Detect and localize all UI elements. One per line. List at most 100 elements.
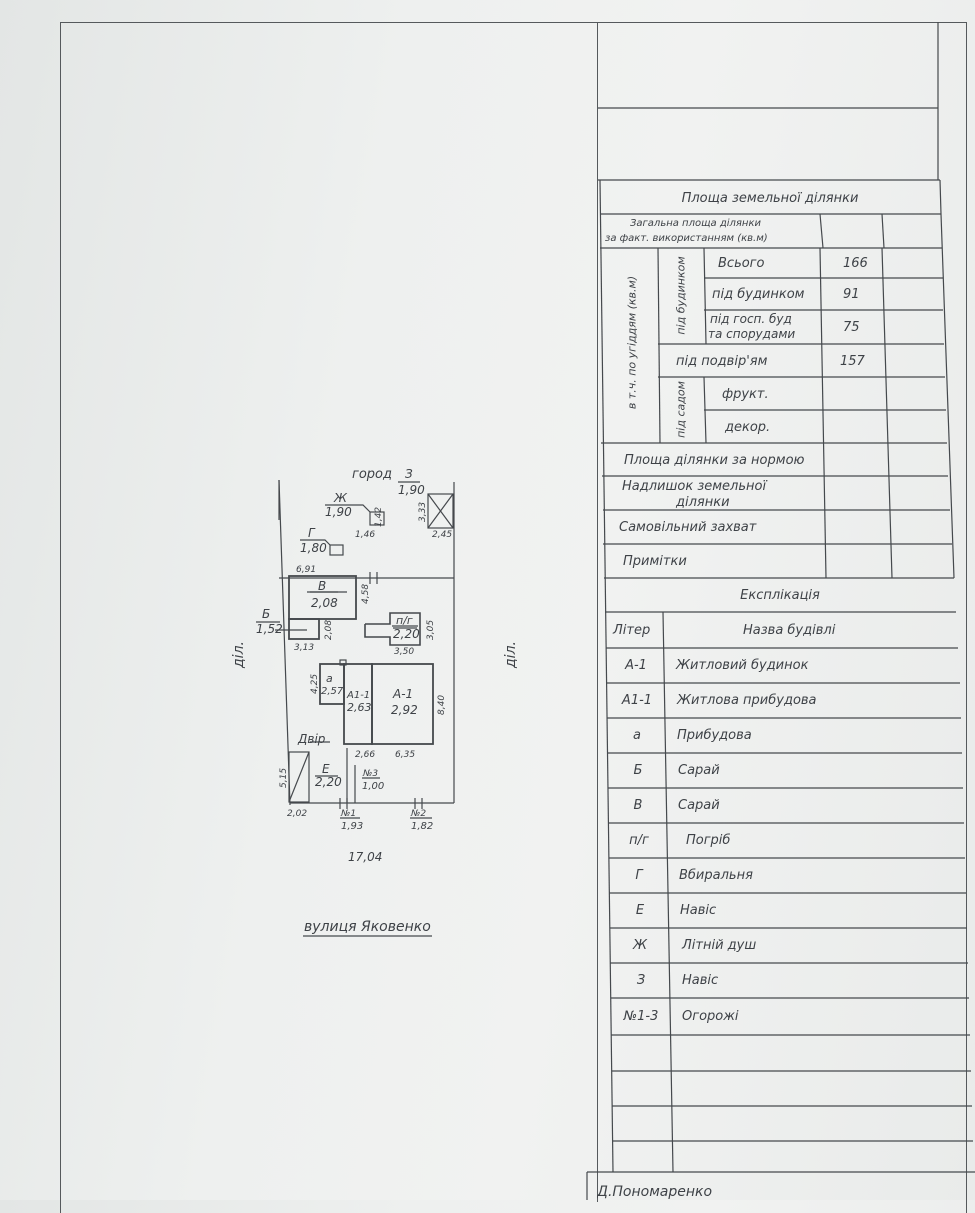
explication-letter: Г <box>635 868 643 883</box>
dim-zh-h: 1,42 <box>374 507 384 527</box>
area-zh: 1,90 <box>325 505 352 519</box>
area-v: 2,08 <box>311 596 338 610</box>
dim-e-d: 5,15 <box>279 768 289 788</box>
dim-a-d: 4,25 <box>310 674 320 694</box>
unauthorized-seizure: Самовільний захват <box>619 519 757 535</box>
dim-zh-w: 1,46 <box>355 530 375 540</box>
area-z: 1,90 <box>398 483 425 497</box>
plan-street: вулиця Яковенко <box>304 919 431 935</box>
row-house-label: під будинком <box>712 287 805 302</box>
area-a: 2,57 <box>321 686 344 697</box>
label-b: Б <box>262 607 270 621</box>
explication-name: Житловий будинок <box>676 658 809 673</box>
explication-name: Сарай <box>678 763 720 778</box>
norm-area: Площа ділянки за нормою <box>624 452 805 468</box>
explication-title: Експлікація <box>740 587 820 603</box>
dim-a1-d: 8,40 <box>437 695 447 715</box>
row-outbuildings-2: та спорудами <box>708 327 796 341</box>
explication-letter: а <box>633 728 641 743</box>
row-house-value: 91 <box>843 287 860 302</box>
plan-width-total: 17,04 <box>348 850 382 864</box>
explication-name: Вбиральня <box>679 868 753 883</box>
dim-a1-w: 6,35 <box>395 750 415 760</box>
row-fruit: фрукт. <box>722 386 769 402</box>
total-label-2: за факт. використанням (кв.м) <box>605 232 768 244</box>
explication-letter: Е <box>635 903 645 918</box>
explication-letter: В <box>633 798 643 813</box>
explication-letter: Б <box>633 763 643 778</box>
excess-1: Надлишок земельної <box>622 478 767 494</box>
dim-b-w: 3,13 <box>294 643 314 653</box>
row-outbuildings-1: під госп. буд <box>710 312 792 326</box>
row-total-label: Всього <box>718 255 765 271</box>
plan-right-label: діл. <box>503 641 519 669</box>
explication-letter: А-1 <box>625 658 647 673</box>
label-a11: А1-1 <box>346 690 370 701</box>
label-z: З <box>405 467 413 481</box>
footer-text: Д.Пономаренко <box>597 1184 713 1200</box>
dim-v-d: 4,58 <box>361 584 371 604</box>
drawing-frame <box>60 22 967 1213</box>
notes-label: Примітки <box>623 553 687 569</box>
row-total-value: 166 <box>843 255 868 271</box>
area-a11: 2,63 <box>347 701 372 714</box>
area-g: 1,80 <box>300 541 327 555</box>
frame-divider <box>597 22 598 1202</box>
area-a1: 2,92 <box>391 703 418 717</box>
area-pg: 2,20 <box>393 627 420 641</box>
explication-letter: А1-1 <box>621 693 653 708</box>
label-zh: Ж <box>333 491 348 505</box>
label-n3: №3 <box>362 769 378 779</box>
excess-2: ділянки <box>676 494 730 510</box>
dim-e-w: 2,02 <box>287 809 307 819</box>
label-a: а <box>326 672 333 685</box>
len-n2: 1,82 <box>411 821 433 832</box>
col-letter-header: Літер <box>613 622 651 638</box>
label-n1: №1 <box>340 809 356 819</box>
explication-name: Погріб <box>686 833 731 848</box>
area-e: 2,20 <box>315 775 342 789</box>
explication-letter: З <box>636 973 646 988</box>
group-label: в т.ч. по угіддям (кв.м) <box>625 275 639 410</box>
row-outbuildings-value: 75 <box>843 319 860 335</box>
label-v: В <box>318 579 326 593</box>
label-pg: п/г <box>396 614 413 627</box>
len-n3: 1,00 <box>362 781 384 792</box>
area-b: 1,52 <box>256 622 283 636</box>
dim-b-d: 2,08 <box>324 620 334 640</box>
label-n2: №2 <box>410 809 426 819</box>
explication-name: Навіс <box>682 973 719 988</box>
explication-name: Літній душ <box>682 938 757 953</box>
label-a1: А-1 <box>392 687 413 701</box>
row-decor: декор. <box>725 419 771 435</box>
total-label-1: Загальна площа ділянки <box>630 217 762 229</box>
plan-left-label: діл. <box>231 641 247 669</box>
row-yard-label: під подвір'ям <box>676 353 768 369</box>
col-name-header: Назва будівлі <box>743 622 836 638</box>
explication-name: Навіс <box>680 903 717 918</box>
explication-name: Сарай <box>678 798 720 813</box>
plan-courtyard: Двір <box>297 732 326 746</box>
explication-name: Огорожі <box>682 1009 739 1024</box>
explication-name: Прибудова <box>677 728 752 743</box>
plan-top-label: город <box>352 467 392 482</box>
dim-pg-w: 3,50 <box>394 647 414 657</box>
table-header: Площа земельної ділянки <box>681 190 859 206</box>
label-g: Г <box>308 526 316 540</box>
explication-letter: Ж <box>632 938 647 953</box>
dim-pg-d: 3,05 <box>426 620 436 640</box>
label-e: Е <box>322 762 330 776</box>
under-building-label: під будинком <box>674 256 688 335</box>
dim-v-w: 6,91 <box>296 565 316 575</box>
explication-letter: №1-3 <box>623 1009 659 1024</box>
explication-name: Житлова прибудова <box>677 693 817 708</box>
len-n1: 1,93 <box>341 821 363 832</box>
row-yard-value: 157 <box>840 353 865 369</box>
dim-z-h: 3,33 <box>418 502 428 522</box>
dim-a11-w: 2,66 <box>355 750 375 760</box>
explication-letter: п/г <box>629 833 649 848</box>
dim-z-w: 2,45 <box>432 530 452 540</box>
